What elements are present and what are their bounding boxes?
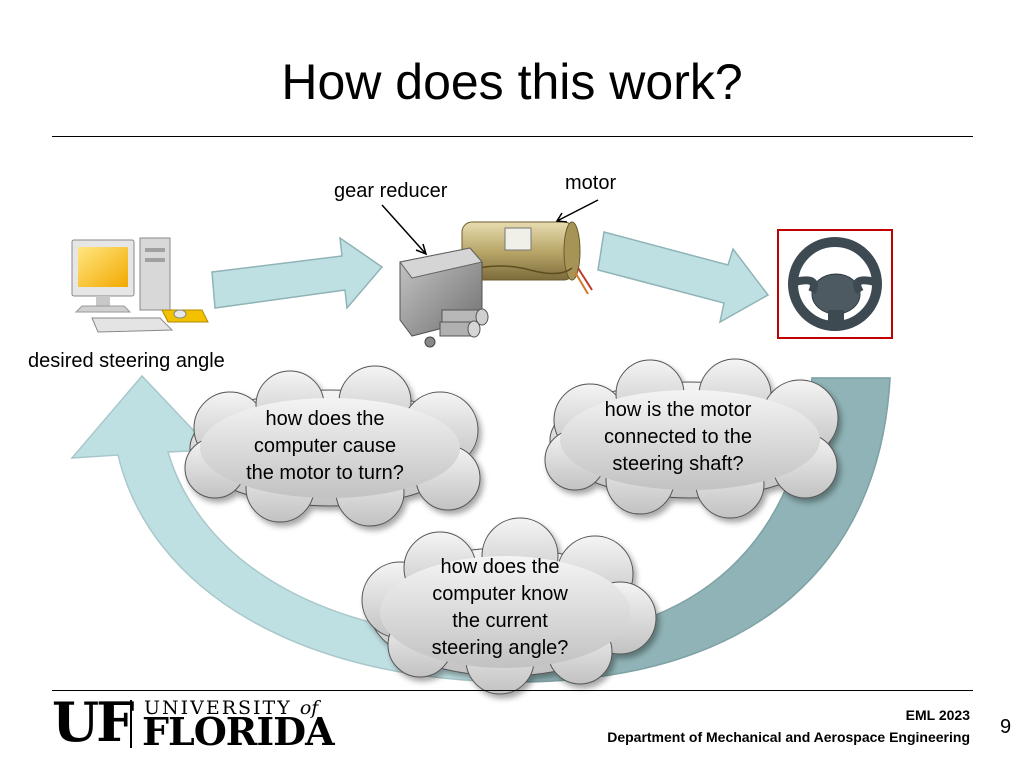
page-number: 9 [1000, 716, 1012, 738]
computer-icon [71, 237, 209, 333]
desired-steering-angle-label: desired steering angle [28, 350, 225, 372]
cloud-left-line: how does the [265, 408, 385, 430]
cloud-bottom [361, 517, 657, 695]
cloud-bottom-line: the current [452, 610, 548, 632]
footer-divider [52, 690, 973, 691]
arrow-computer-to-motor [211, 236, 384, 310]
title-divider [52, 136, 973, 137]
cloud-left-line: the motor to turn? [246, 462, 404, 484]
cloud-left [184, 365, 481, 527]
cloud-right-line: steering shaft? [612, 453, 744, 475]
uf-logo-of-text: of [299, 697, 319, 719]
gear-reducer-pointer-head [415, 243, 428, 256]
cloud-right-text: how is the motor connected to the steeri… [578, 397, 778, 478]
cloud-right [544, 358, 839, 519]
motor-pointer-head [555, 212, 568, 223]
uf-logo-monogram: UF [52, 690, 134, 754]
motor-pointer [556, 199, 599, 222]
cloud-left-text: how does the computer cause the motor to… [225, 406, 425, 487]
cloud-left-line: computer cause [253, 435, 397, 457]
cloud-bottom-line: steering angle? [431, 637, 569, 659]
slide-title: How does this work? [281, 54, 743, 110]
uf-logo-florida: FLORIDA [142, 709, 335, 754]
motor-label: motor [565, 172, 617, 194]
cloud-bottom-line: how does the [440, 556, 560, 578]
uf-logo-divider [130, 700, 132, 748]
gear-reducer-label: gear reducer [334, 180, 448, 202]
cloud-right-line: connected to the [604, 426, 752, 448]
uf-logo-university: UNIVERSITY of [144, 697, 318, 719]
gear-motor-image [399, 221, 593, 348]
cloud-bottom-text: how does the computer know the current s… [400, 554, 600, 662]
cloud-right-line: how is the motor [604, 399, 752, 421]
course-code: EML 2023 [905, 707, 970, 723]
steering-wheel-image [777, 229, 893, 339]
uf-logo-university-text: UNIVERSITY [144, 697, 292, 719]
arrow-motor-to-wheel [597, 231, 770, 324]
cloud-bottom-line: computer know [432, 583, 568, 605]
department-name: Department of Mechanical and Aerospace E… [607, 729, 970, 745]
gear-reducer-pointer [381, 204, 427, 255]
